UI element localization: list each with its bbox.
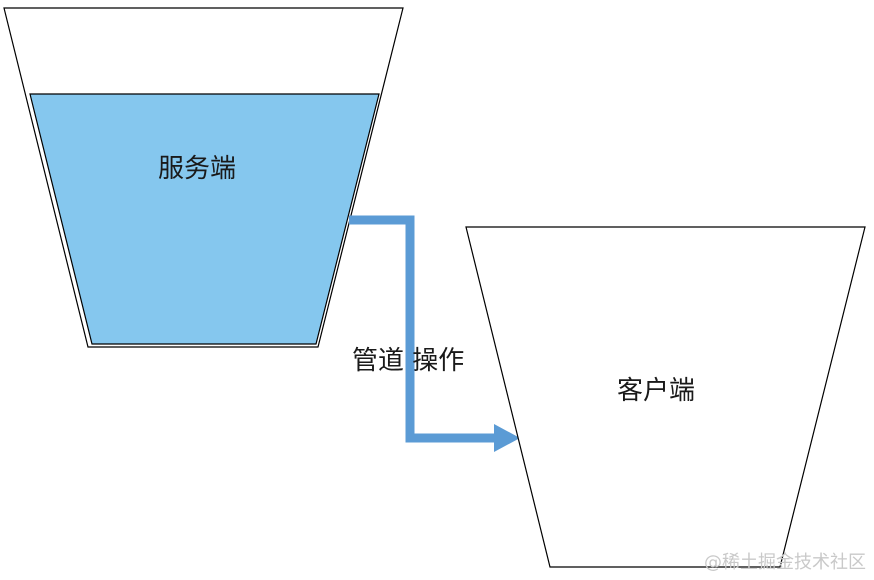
- server-water-fill: [29, 93, 380, 345]
- client-label: 客户端: [617, 376, 696, 406]
- pipe-operation-label: 管道 操作: [352, 346, 465, 376]
- server-label: 服务端: [158, 154, 237, 184]
- pipe-arrowhead: [494, 424, 520, 452]
- watermark: @稀土掘金技术社区: [704, 552, 866, 573]
- pipe-arrow-line: [349, 215, 496, 443]
- client-container: [465, 226, 866, 568]
